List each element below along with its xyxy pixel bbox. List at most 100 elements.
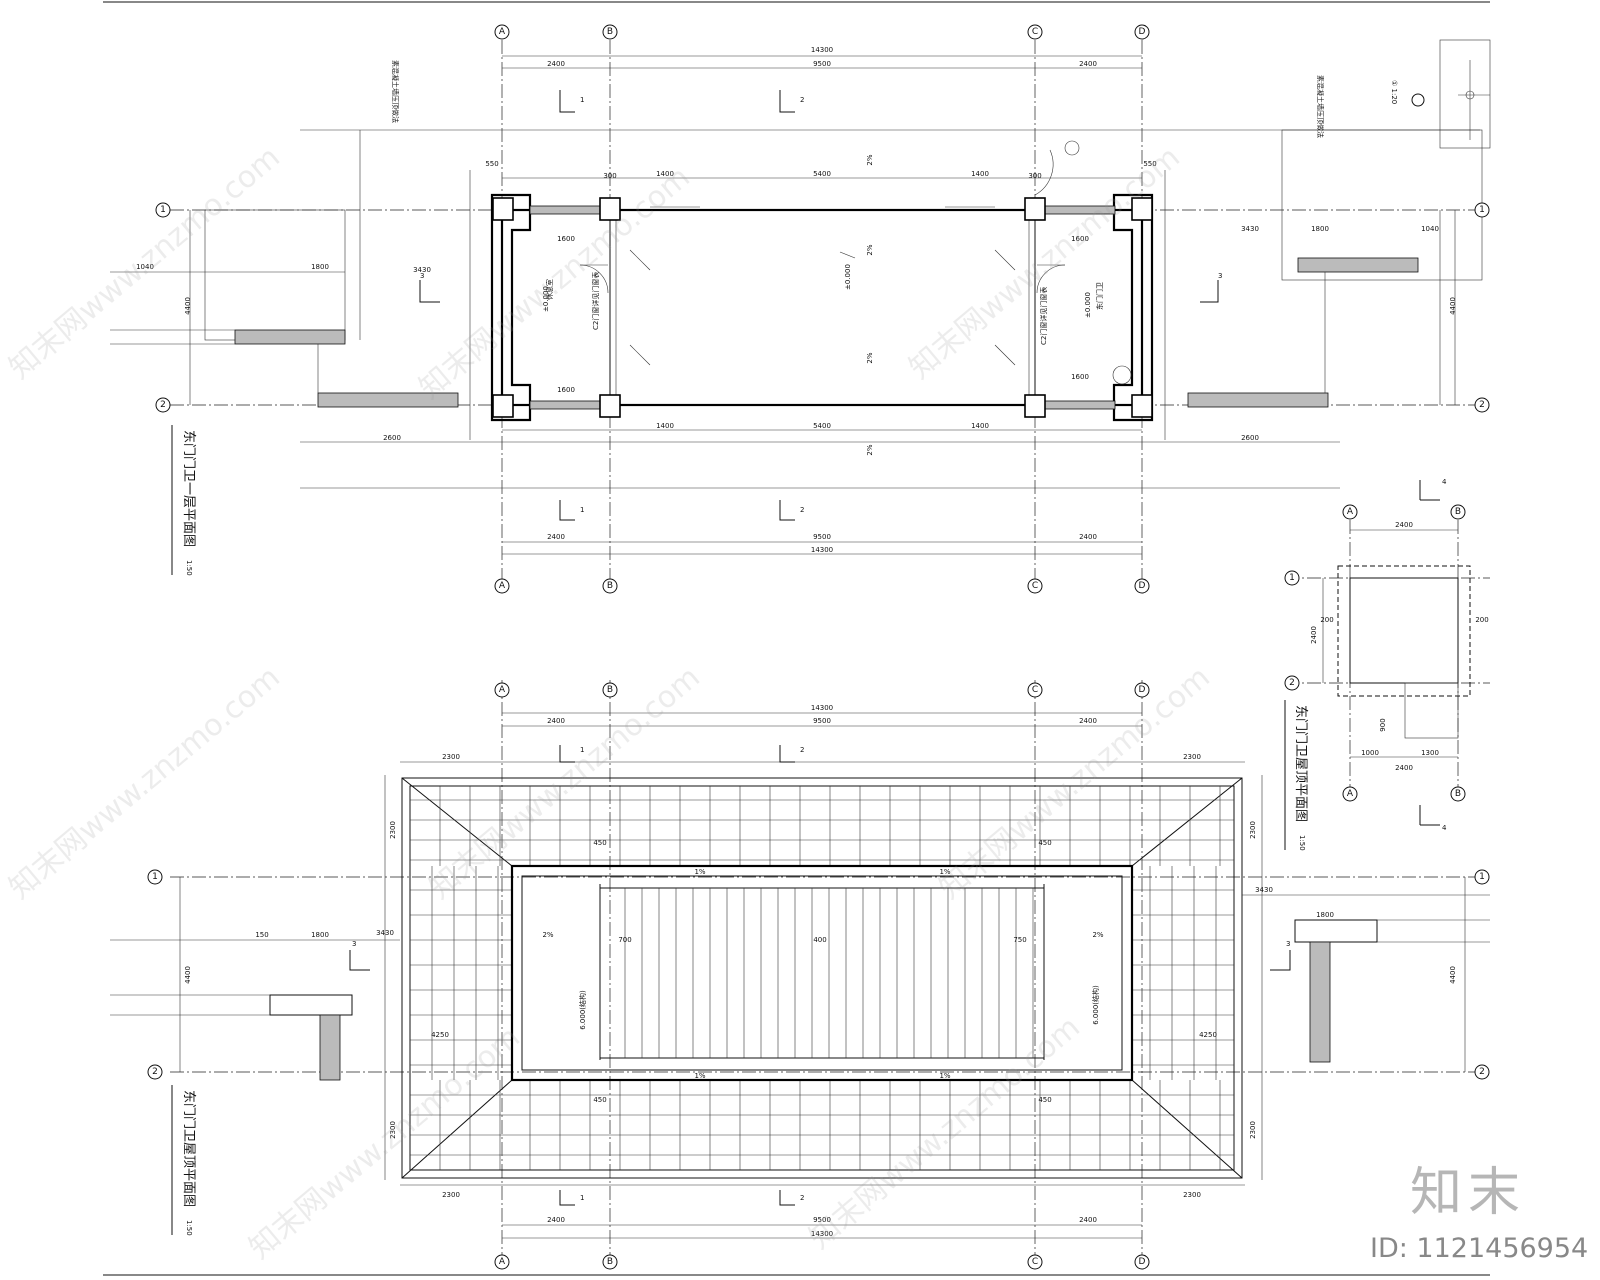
- level-roof-right: 6.000(结构): [1091, 985, 1100, 1025]
- roof-section-3-right: 3: [1286, 940, 1290, 948]
- slat-end: 750: [1013, 936, 1026, 944]
- slope-top-2: 2%: [866, 244, 874, 255]
- dim-room-depth-right-top: 1600: [1071, 235, 1089, 243]
- dim-bay-right-top: 2400: [1079, 60, 1097, 68]
- roof-overhang-left-bottom: 2300: [442, 1191, 460, 1199]
- roof-axis-b-top: B: [607, 685, 613, 695]
- dim-bay-mid-bottom: 9500: [813, 533, 831, 541]
- dim-300-b: 300: [603, 172, 616, 180]
- slope-flat-top-left: 1%: [694, 868, 705, 876]
- dim-1040-right: 1040: [1421, 225, 1439, 233]
- watermark-2: 知末网www.znzmo.com: [413, 160, 697, 406]
- roof-section-1-top: 1: [580, 746, 584, 754]
- small-dim-900: 900: [1379, 718, 1387, 731]
- roof-slope-left: 2%: [542, 931, 553, 939]
- level-center: ±0.000: [844, 264, 852, 290]
- level-left: ±0.000: [542, 286, 550, 312]
- dim-bay-left-bottom: 2400: [547, 533, 565, 541]
- axis-bubbles-ground: A B C D A B C D 1 2 1 2: [155, 24, 1490, 594]
- small-axis-2: 2: [1289, 678, 1295, 688]
- watermark-4: 知末网www.znzmo.com: [3, 660, 287, 906]
- ground-plan-title: 东门门卫一层平面图: [181, 430, 196, 547]
- eave-step-right-top: 450: [1038, 839, 1051, 847]
- dim-bay-left-top: 2400: [547, 60, 565, 68]
- roof-150-left: 150: [255, 931, 268, 939]
- dim-door-left-bottom: 1400: [656, 422, 674, 430]
- dim-wing-depth-right: 3430: [1241, 225, 1259, 233]
- roof-dim-bay-right-top: 2400: [1079, 717, 1097, 725]
- roof-plan: [110, 680, 1490, 1265]
- small-axis-a-top: A: [1347, 507, 1354, 517]
- roof-wing-depth-right: 3430: [1255, 886, 1273, 894]
- dim-wing-depth-left: 3430: [413, 266, 431, 274]
- small-dim-left: 2400: [1310, 626, 1318, 644]
- detail-callout: ① 1:20: [1390, 39, 1491, 149]
- dim-550-b: 550: [1143, 160, 1156, 168]
- dim-door-right-bottom: 1400: [971, 422, 989, 430]
- axis-2-left: 2: [160, 400, 166, 410]
- roof-overhang-right-bottom: 2300: [1183, 1191, 1201, 1199]
- dim-wing-left: 2600: [383, 434, 401, 442]
- room-right-label: 东门门卫: [1095, 282, 1104, 310]
- dim-room-depth-left-top: 1600: [557, 235, 575, 243]
- dim-depth-left: 4400: [184, 297, 192, 315]
- roof-axis-b-bottom: B: [607, 1257, 613, 1267]
- small-plan-title: 东门门卫屋顶平面图: [1293, 705, 1308, 822]
- roof-axis-a-top: A: [499, 685, 506, 695]
- watermark-3: 知末网www.znzmo.com: [903, 140, 1187, 386]
- axis-bubbles-roof: A B C D A B C D 1 2 1 2: [147, 682, 1490, 1270]
- dim-wing-right: 2600: [1241, 434, 1259, 442]
- small-roof-plan: 4 4 A B A B 1 2 2400 2400 1000 1300 2400…: [1284, 478, 1490, 851]
- roof-axis-2-right: 2: [1479, 1067, 1485, 1077]
- axis-d-bottom: D: [1139, 581, 1146, 591]
- room-left-label: 休息室: [545, 279, 554, 300]
- axis-1-right: 1: [1479, 205, 1485, 215]
- watermark-6: 知末网www.znzmo.com: [933, 660, 1217, 906]
- slat-pitch: 400: [813, 936, 826, 944]
- small-axis-b-bottom: B: [1455, 789, 1461, 799]
- roof-overhang-right-top: 2300: [1183, 753, 1201, 761]
- small-dim-1000: 1000: [1361, 749, 1379, 757]
- axis-2-right: 2: [1479, 400, 1485, 410]
- roof-dim-bay-left-top: 2400: [547, 717, 565, 725]
- roof-plan-title: 东门门卫屋顶平面图: [181, 1090, 196, 1207]
- roof-overhang-vert-left-bottom: 2300: [389, 1121, 397, 1139]
- roof-section-3-left: 3: [352, 940, 356, 948]
- roof-axis-d-bottom: D: [1139, 1257, 1146, 1267]
- roof-axis-c-bottom: C: [1032, 1257, 1038, 1267]
- dim-bay-mid-top: 9500: [813, 60, 831, 68]
- roof-tile-grid: [410, 786, 1234, 1170]
- flat-roof: [510, 864, 1134, 1082]
- roof-slats: [624, 888, 1034, 1058]
- roof-overhang-vert-left-top: 2300: [389, 821, 397, 839]
- roof-section-1-bottom: 1: [580, 1194, 584, 1202]
- dim-door-left-top: 1400: [656, 170, 674, 178]
- image-id-label: ID: 1121456954: [1370, 1233, 1589, 1264]
- ground-plan-labels: 休息室 东门门卫 ±0.000 ±0.000 ±0.000 C2门窗详见门窗表 …: [171, 60, 1325, 576]
- small-axis-1: 1: [1289, 573, 1295, 583]
- dim-inner-top: 5400: [813, 170, 831, 178]
- axis-a-top: A: [499, 27, 506, 37]
- roof-1800-left: 1800: [311, 931, 329, 939]
- slat-start: 700: [618, 936, 631, 944]
- section-3-right: 3: [1218, 272, 1222, 280]
- door-note-right: C2门窗详见门窗表: [1039, 287, 1048, 345]
- roof-4250-right: 4250: [1199, 1031, 1217, 1039]
- roof-dim-total-bottom: 14300: [811, 1230, 833, 1238]
- axis-c-bottom: C: [1032, 581, 1038, 591]
- brand-logo: 知末: [1410, 1163, 1527, 1223]
- roof-plan-labels: 14300 2400 9500 2400 2300 2300 2300 2300…: [171, 704, 1457, 1238]
- slope-top-4: 2%: [866, 444, 874, 455]
- axis-b-bottom: B: [607, 581, 613, 591]
- small-dim-1300: 1300: [1421, 749, 1439, 757]
- dim-inner-bottom: 5400: [813, 422, 831, 430]
- roof-dim-bay-mid-bottom: 9500: [813, 1216, 831, 1224]
- slope-flat-bottom-left: 1%: [694, 1072, 705, 1080]
- axis-a-bottom: A: [499, 581, 506, 591]
- dim-depth-right: 4400: [1449, 297, 1457, 315]
- roof-axis-d-top: D: [1139, 685, 1146, 695]
- dim-room-depth-left-bottom: 1600: [557, 386, 575, 394]
- roof-axis-a-bottom: A: [499, 1257, 506, 1267]
- wall-note-left: 素混凝土墙压顶做法: [391, 60, 400, 123]
